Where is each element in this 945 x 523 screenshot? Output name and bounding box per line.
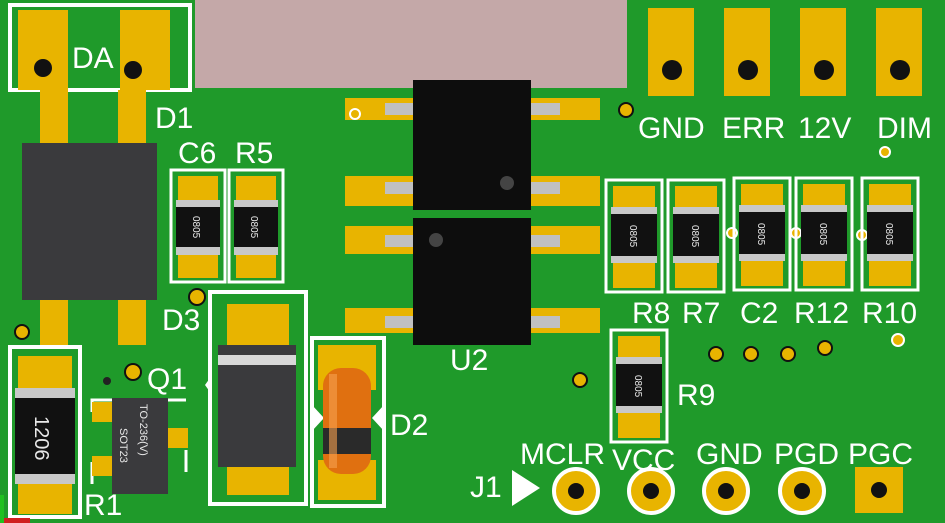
pkg-q1-line1: SOT23 — [117, 428, 129, 463]
header-pin-gnd: GND — [638, 112, 705, 145]
component-r12: 0805 R12 — [794, 176, 854, 330]
ref-r10: R10 — [862, 297, 917, 330]
ref-u2: U2 — [450, 344, 488, 377]
header-programming: J1 MCLR VCC GND PGD PGC — [470, 438, 913, 515]
component-d1: D1 — [22, 90, 193, 345]
pin1-arrow-icon — [512, 470, 540, 506]
prog-pin-mclr: MCLR — [520, 438, 605, 471]
ref-c6: C6 — [178, 137, 216, 170]
component-d2: D2 — [310, 336, 428, 508]
component-u2: U2 — [345, 218, 600, 377]
component-r9: 0805 R9 — [609, 328, 715, 444]
ref-r9: R9 — [677, 379, 715, 412]
component-r8: 0805 R8 — [604, 178, 670, 330]
origin-marker-icon — [0, 495, 30, 523]
pkg-r9: 0805 — [632, 375, 643, 398]
component-1206: 1206 — [8, 345, 82, 519]
pkg-r10: 0805 — [883, 223, 894, 246]
ref-j1: J1 — [470, 471, 502, 504]
component-q1: SOT23 TO-236(V) Q1 R1 — [84, 363, 188, 522]
component-u1 — [345, 80, 600, 210]
connector-da: DA — [8, 3, 192, 92]
ref-d1: D1 — [155, 102, 193, 135]
header-pin-dim: DIM — [877, 112, 932, 145]
ref-d3: D3 — [162, 304, 200, 337]
pkg-1206: 1206 — [30, 416, 52, 461]
ref-d2: D2 — [390, 409, 428, 442]
vias — [14, 102, 905, 388]
pkg-c6: 0805 — [190, 216, 201, 239]
component-r10: 0805 R10 — [860, 176, 920, 330]
ref-r5: R5 — [235, 137, 273, 170]
prog-pin-vcc: VCC — [612, 444, 675, 477]
ref-r7: R7 — [682, 297, 720, 330]
ref-r12: R12 — [794, 297, 849, 330]
board-cutout — [195, 0, 627, 88]
header-pin-12v: 12V — [798, 112, 851, 145]
component-c2: 0805 C2 — [732, 176, 792, 330]
header-power: GND ERR 12V DIM — [628, 0, 945, 145]
ref-c2: C2 — [740, 297, 778, 330]
component-r5: 0805 R5 — [227, 137, 285, 284]
component-d3: D3 — [162, 290, 308, 506]
ref-r8: R8 — [632, 297, 670, 330]
pkg-q1-line2: TO-236(V) — [137, 404, 149, 456]
pkg-r8: 0805 — [627, 225, 638, 248]
pkg-c2: 0805 — [755, 223, 766, 246]
pkg-r5: 0805 — [248, 216, 259, 239]
pkg-r12: 0805 — [817, 223, 828, 246]
component-c6: 0805 C6 — [169, 137, 227, 284]
header-pin-err: ERR — [722, 112, 785, 145]
component-r7: 0805 R7 — [666, 178, 726, 330]
prog-pin-gnd: GND — [696, 438, 763, 471]
connector-da-label: DA — [72, 42, 114, 75]
ref-q1: Q1 — [147, 363, 187, 396]
ref-r1: R1 — [84, 489, 122, 522]
prog-pin-pgc: PGC — [848, 438, 913, 471]
pkg-r7: 0805 — [689, 225, 700, 248]
prog-pin-pgd: PGD — [774, 438, 839, 471]
